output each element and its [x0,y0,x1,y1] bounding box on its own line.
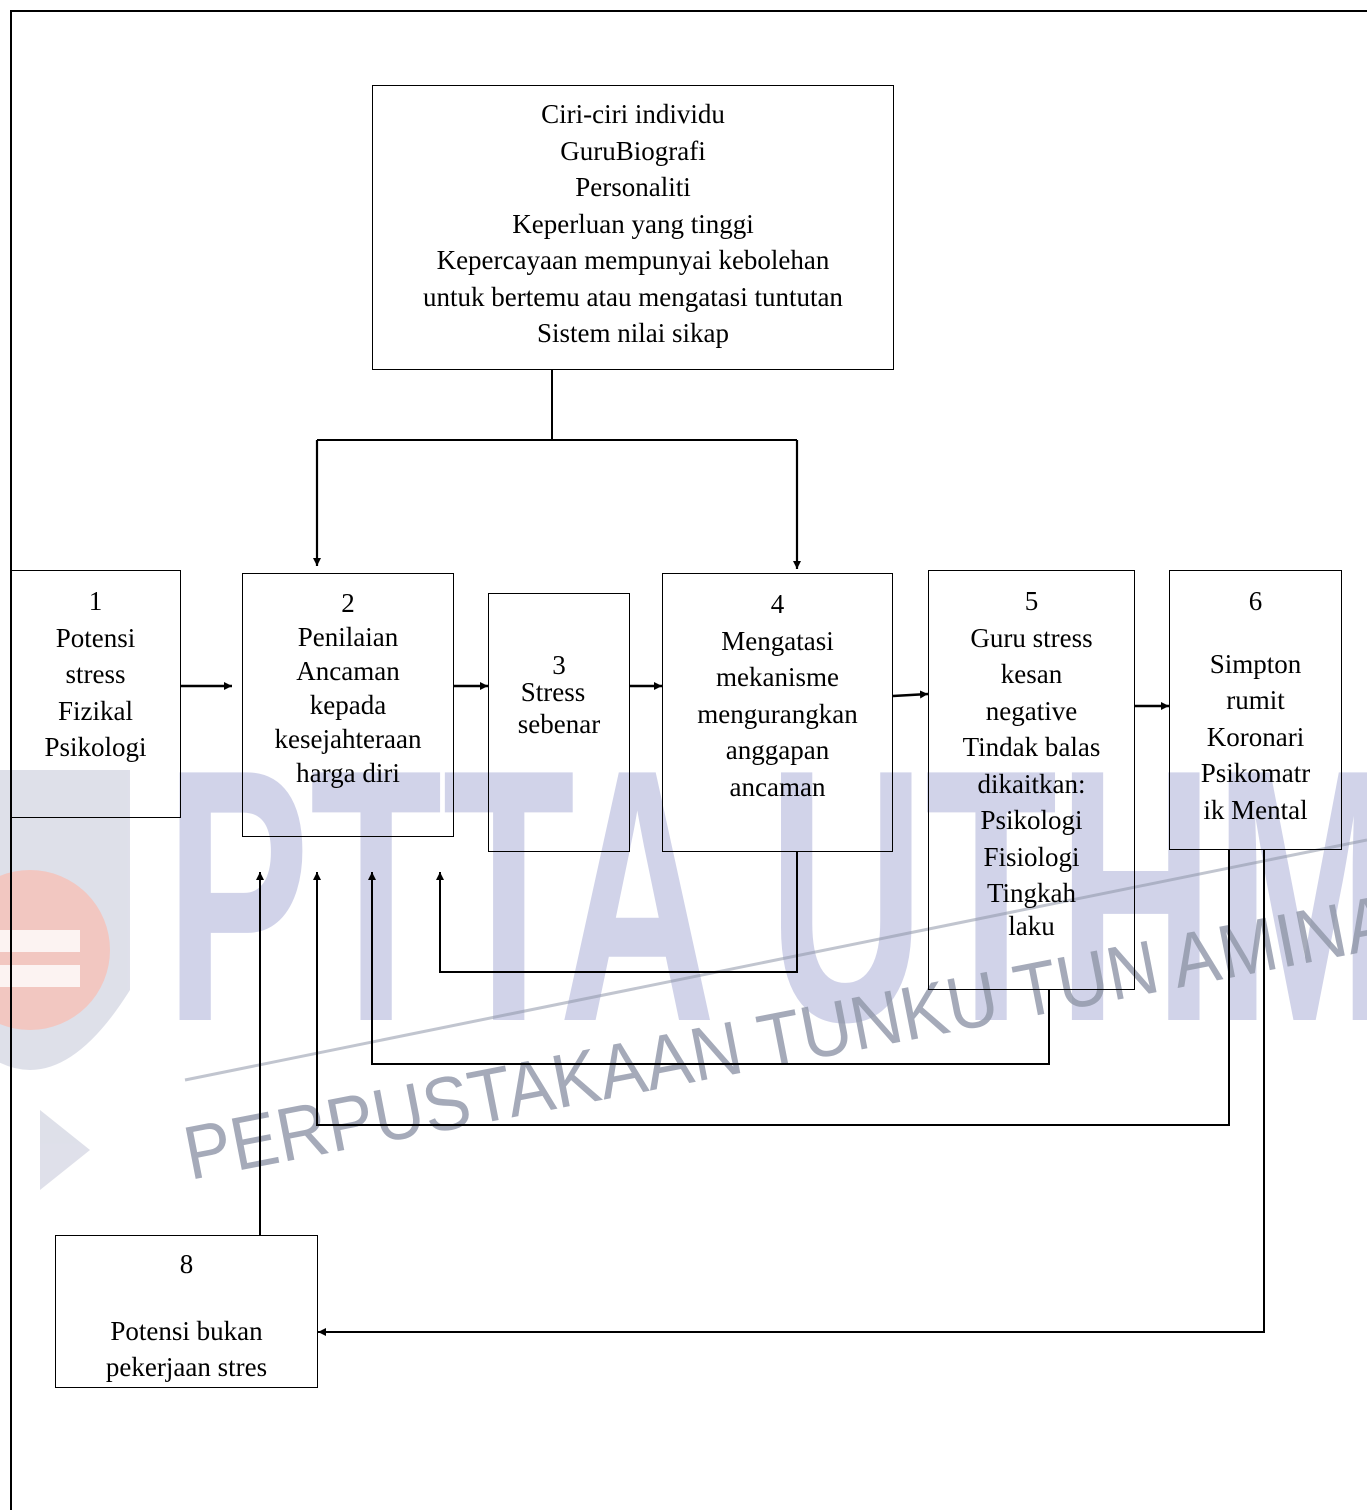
top-line-1: Ciri-ciri individu [541,99,725,129]
box5-line-2: kesan [1000,659,1063,689]
box6-line-4: Psikomatr [1200,758,1311,788]
threat-appraisal-box: 2 Penilaian Ancaman kepada kesejahteraan… [242,573,454,837]
box5-line-6: Psikologi [980,805,1083,835]
box1-line-1: Potensi [55,622,136,653]
top-line-4: Keperluan yang tinggi [512,208,754,239]
box5-line-5: dikaitkan: [977,768,1086,799]
box5-line-9: laku [1008,910,1055,941]
individual-characteristics-text: Ciri-ciri individu GuruBiografi Personal… [373,96,893,352]
individual-characteristics-box: Ciri-ciri individu GuruBiografi Personal… [372,85,894,370]
feedback-box4-to-box2 [436,852,798,973]
non-work-stress-box: 8 Potensi bukan pekerjaan stres [55,1235,318,1388]
top-line-5: Kepercayaan mempunyai kebolehan [436,245,830,275]
box6-text: 6 Simpton rumit Koronari Psikomatr ik Me… [1170,583,1341,828]
teacher-stress-effects-box: 5 Guru stress kesan negative Tindak bala… [928,570,1135,990]
complex-symptoms-box: 6 Simpton rumit Koronari Psikomatr ik Me… [1169,570,1342,850]
box8-text: 8 Potensi bukan pekerjaan stres [56,1246,317,1386]
box4-text: 4 Mengatasi mekanisme mengurangkan angga… [663,586,892,805]
feedback-box6-to-box8 [318,850,1265,1336]
box2-line-3: kepada [309,690,387,720]
box1-line-3: Fizikal [58,695,133,726]
box5-line-4: Tindak balas [962,732,1101,762]
box8-number: 8 [179,1249,194,1279]
box3-number: 3 [552,650,566,680]
box8-line-2: pekerjaan stres [105,1352,268,1382]
feedback-box5-to-box2 [368,872,1050,1065]
box2-line-1: Penilaian [297,622,399,652]
box4-line-1: Mengatasi [721,625,834,656]
box1-text: 1 Potensi stress Fizikal Psikologi [11,583,180,766]
box2-number: 2 [341,588,355,618]
box2-line-4: kesejahteraan [274,724,422,754]
diagram-frame [10,10,1367,1510]
box5-number: 5 [1024,586,1039,616]
box4-number: 4 [770,589,785,619]
box6-line-3: Koronari [1206,721,1305,752]
box5-line-1: Guru stress [970,622,1093,653]
arrow-box4-to-box5 [892,690,929,699]
box3-line-2: sebenar [517,709,601,739]
box5-text: 5 Guru stress kesan negative Tindak bala… [929,583,1134,940]
top-line-6: untuk bertemu atau mengatasi tuntutan [423,281,843,312]
box4-line-4: anggapan [725,735,830,765]
top-line-7: Sistem nilai sikap [537,318,729,348]
box6-line-1: Simpton [1209,648,1302,679]
box3-line-1: Stress [520,677,586,707]
box2-line-2: Ancaman [296,656,400,686]
potential-stress-box: 1 Potensi stress Fizikal Psikologi [10,570,181,818]
box1-line-4: Psikologi [44,732,147,762]
box4-line-3: mengurangkan [697,698,858,729]
box5-line-8: Tingkah [986,878,1077,908]
box6-line-2: rumit [1226,685,1285,715]
box6-number: 6 [1248,586,1263,616]
box1-number: 1 [88,586,103,616]
box5-line-7: Fisiologi [983,841,1080,872]
box1-line-2: stress [65,659,126,689]
box2-text: 2 Penilaian Ancaman kepada kesejahteraan… [243,586,453,790]
box8-line-1: Potensi bukan [110,1315,263,1346]
feedback-box6-to-box2 [313,850,1230,1126]
top-line-3: Personaliti [575,172,691,202]
actual-stress-box: 3 Stress sebenar [488,593,630,852]
box6-line-5: ik Mental [1203,794,1308,825]
box2-line-5: harga diri [296,758,400,788]
top-line-2: GuruBiografi [560,135,706,166]
box3-text: 3 Stress sebenar [489,650,629,740]
coping-mechanism-box: 4 Mengatasi mekanisme mengurangkan angga… [662,573,893,852]
box4-line-2: mekanisme [716,662,839,692]
box5-line-3: negative [985,695,1078,726]
box4-line-5: ancaman [729,771,826,802]
